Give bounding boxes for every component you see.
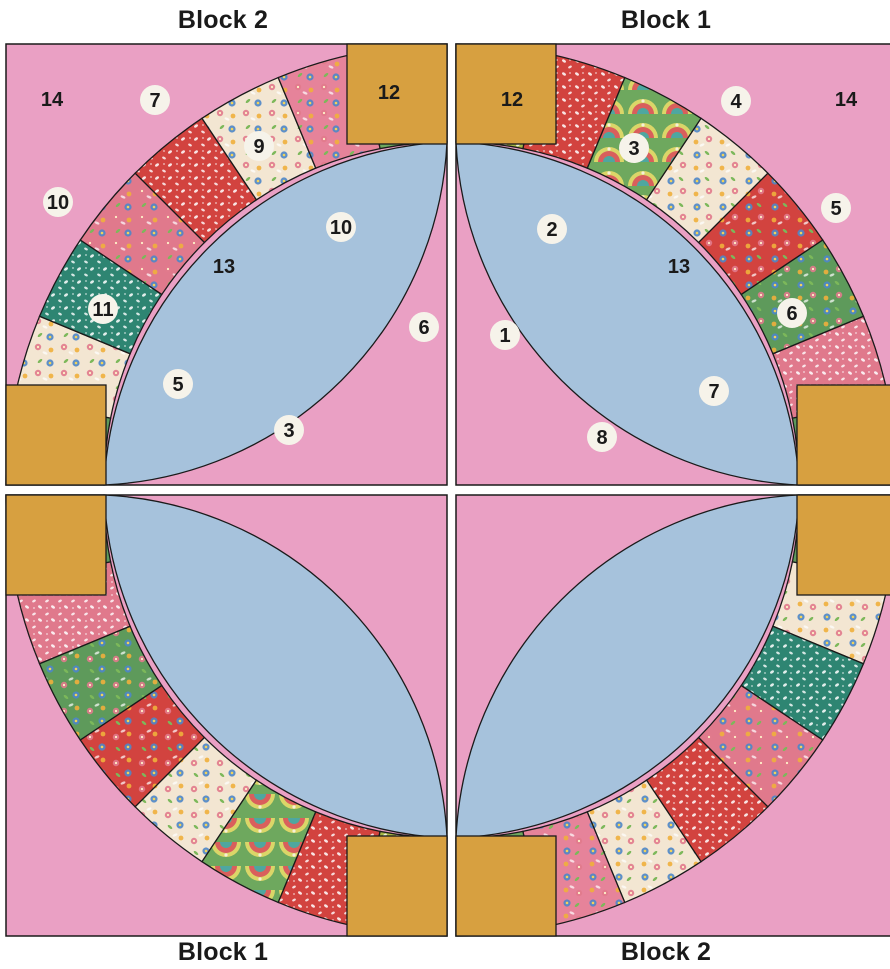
corner-square (797, 385, 890, 485)
piece-number-label: 6 (786, 303, 797, 325)
piece-number-label: 3 (283, 420, 294, 442)
piece-number-label: 9 (253, 136, 264, 158)
piece-number-label: 5 (830, 198, 841, 220)
piece-number-label: 13 (668, 256, 690, 278)
piece-number-label: 13 (213, 256, 235, 278)
piece-number-label: 7 (149, 90, 160, 112)
piece-number-label: 4 (730, 91, 742, 113)
piece-number-label: 12 (501, 89, 523, 111)
corner-square (6, 385, 106, 485)
piece-number-label: 7 (708, 381, 719, 403)
corner-square (347, 836, 447, 936)
piece-number-label: 12 (378, 82, 400, 104)
piece-number-label: 14 (41, 89, 64, 111)
corner-square (797, 495, 890, 595)
corner-square (456, 836, 556, 936)
piece-number-label: 1 (499, 325, 510, 347)
piece-number-label: 2 (546, 219, 557, 241)
corner-square (6, 495, 106, 595)
piece-number-label: 14 (835, 89, 858, 111)
piece-number-label: 10 (330, 217, 352, 239)
piece-number-label: 5 (172, 374, 183, 396)
quadrant-bottom-left-block-1 (6, 495, 447, 936)
quadrant-bottom-right-block-2 (456, 495, 890, 936)
piece-number-label: 10 (47, 192, 69, 214)
piece-number-label: 8 (596, 427, 607, 449)
piece-number-label: 11 (92, 299, 113, 321)
piece-number-label: 3 (628, 138, 639, 160)
piece-number-label: 6 (418, 317, 429, 339)
